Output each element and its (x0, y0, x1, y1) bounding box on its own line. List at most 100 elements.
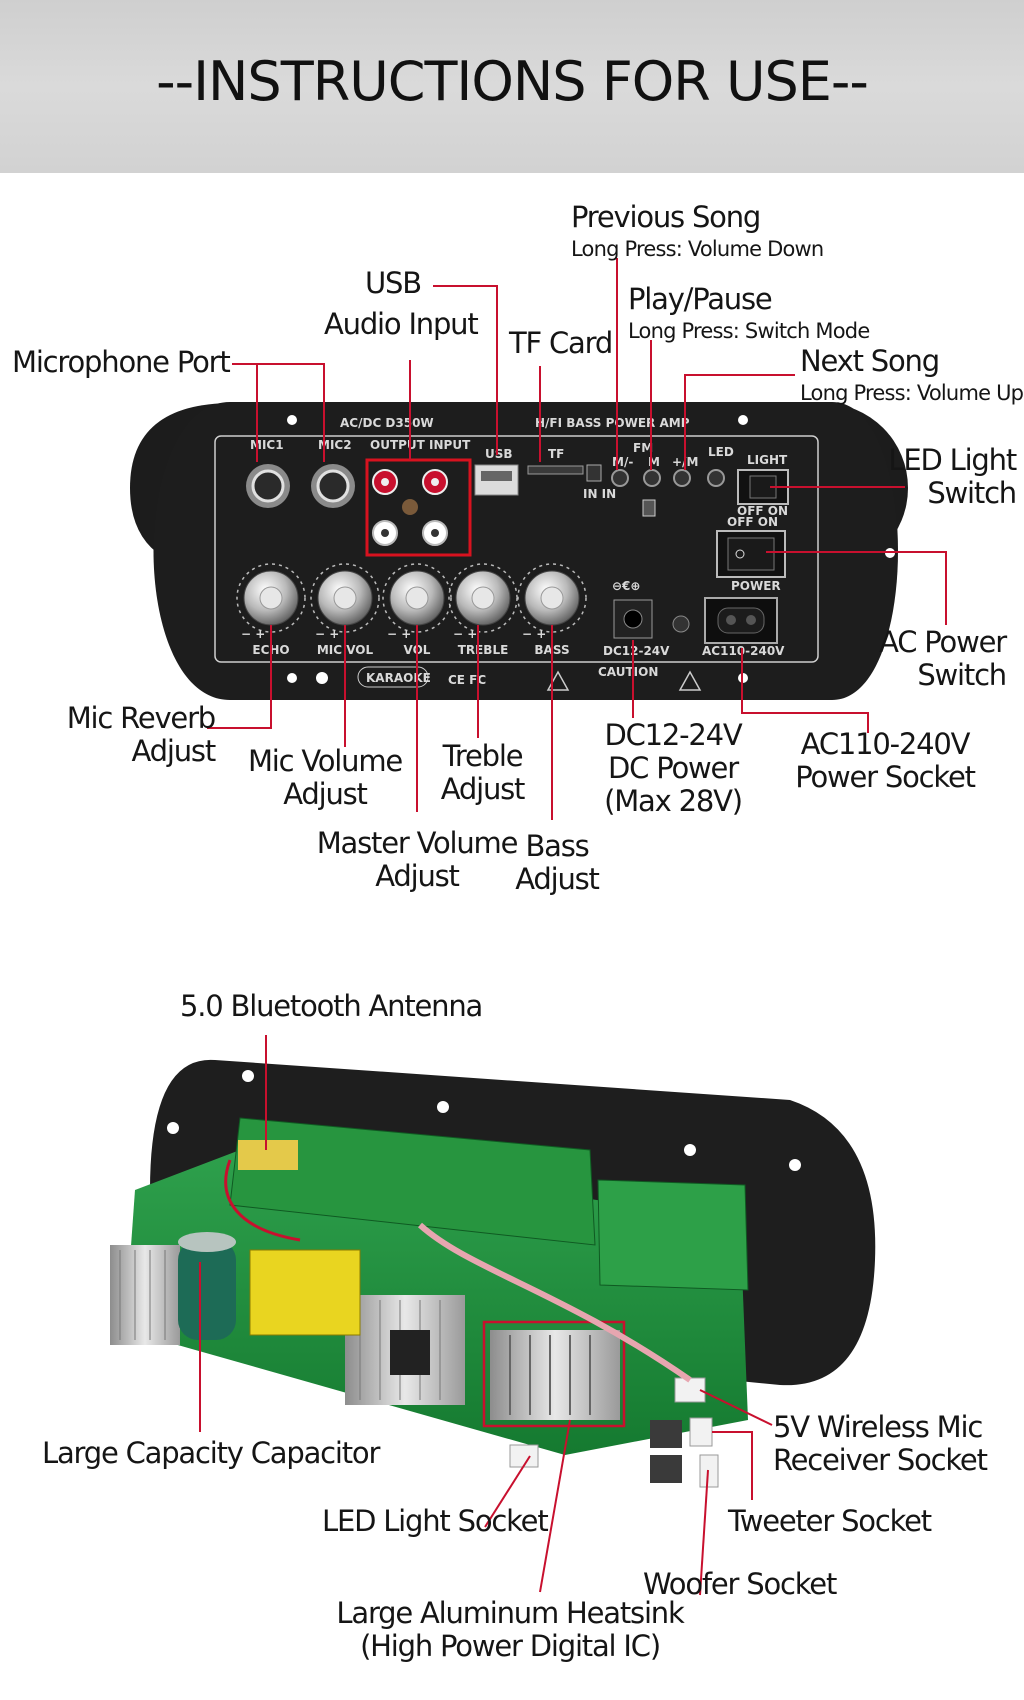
mount-hole (167, 1122, 179, 1134)
label-play-pause-sub: Long Press: Switch Mode (628, 319, 870, 343)
mic-led-icon (316, 672, 328, 684)
callout-mic2 (232, 363, 325, 462)
label-mic-volume: Mic Volume Adjust (235, 745, 415, 811)
btn-prev-label: M/- (612, 455, 633, 469)
top-pcb (229, 1117, 596, 1246)
label-ac-power-switch-line1: AC Power (879, 625, 1007, 659)
treble-knob-label: TREBLE (458, 643, 509, 657)
header-banner: --INSTRUCTIONS FOR USE-- (0, 0, 1024, 173)
label-bass-line1: Bass (525, 829, 589, 863)
rca-pin (381, 529, 389, 537)
label-microphone-port: Microphone Port (12, 345, 231, 379)
label-wireless-mic: 5V Wireless Mic Receiver Socket (773, 1410, 988, 1477)
label-heatsink-line2: (High Power Digital IC) (360, 1628, 661, 1663)
caution-label: CAUTION (598, 665, 658, 679)
label-previous-song: Previous Song (571, 200, 761, 234)
callout-next-song (684, 374, 795, 470)
rca-center-screw (402, 499, 418, 515)
play-pause-button[interactable] (643, 469, 661, 487)
dc-socket-hole (623, 609, 643, 629)
tf-card-slot[interactable] (527, 465, 584, 475)
callout-woofer (699, 1469, 709, 1596)
mount-hole (242, 1070, 254, 1082)
mic2-jack-ring (316, 469, 350, 503)
label-led-light-socket: LED Light Socket (322, 1504, 549, 1538)
mic-volume-knob-cap (333, 586, 357, 610)
rocker-face (727, 537, 775, 571)
label-led-light-switch: LED Light Switch (846, 444, 1017, 510)
karaoke-label: KARAOKE (366, 671, 431, 685)
callout-ac-switch (766, 551, 947, 625)
rca-pin (431, 529, 439, 537)
rocker-mark (735, 549, 745, 559)
label-dc-power-line1: DC12-24V (604, 718, 742, 752)
label-next-song: Next Song (800, 344, 940, 378)
left-heatsink (110, 1245, 180, 1345)
label-mic-reverb-line1: Mic Reverb (66, 701, 216, 735)
label-dc-power-line2: DC Power (608, 750, 739, 785)
ir-receiver (586, 464, 602, 482)
regulator-ic (390, 1330, 430, 1375)
label-ac-socket-line1: AC110-240V (800, 727, 971, 761)
page-title: --INSTRUCTIONS FOR USE-- (156, 50, 869, 113)
tf-slot-label: TF (548, 447, 564, 461)
label-dc-power: DC12-24V DC Power (Max 28V) (578, 719, 768, 817)
mount-hole (287, 673, 297, 683)
echo-knob-minus-plus: − + (241, 627, 265, 641)
power-off-on-label: OFF ON (727, 515, 778, 529)
prev-song-button[interactable] (611, 469, 629, 487)
front-callout-lines (207, 258, 947, 820)
next-song-button[interactable] (673, 469, 691, 487)
mount-hole (789, 1159, 801, 1171)
capacitor-top (178, 1232, 236, 1252)
label-mic-volume-line1: Mic Volume (247, 744, 403, 778)
large-capacitor (178, 1240, 236, 1340)
master-volume-knob-scale (382, 563, 452, 633)
echo-knob-scale (236, 563, 306, 633)
label-heatsink-line1: Large Aluminum Heatsink (336, 1596, 684, 1630)
master-volume-knob-cap (405, 586, 429, 610)
master-volume-knob-minus-plus: − + (387, 627, 411, 641)
label-audio-input: Audio Input (324, 307, 479, 341)
dc-polarity-icon: ⊖€⊕ (612, 579, 640, 593)
inductor (650, 1420, 682, 1448)
label-ac-power-switch: AC Power Switch (846, 625, 1007, 692)
label-mic-reverb-line2: Adjust (131, 733, 217, 768)
label-treble-line2: Adjust (440, 771, 526, 806)
board-callout-lines (199, 1035, 773, 1596)
mic2-label: MIC2 (318, 438, 352, 452)
label-next-song-sub: Long Press: Volume Up (800, 381, 1024, 405)
label-play-pause: Play/Pause (628, 282, 773, 316)
heatsink-highlight-box (482, 1320, 626, 1428)
mic1-jack-ring (251, 469, 285, 503)
treble-knob-minus-plus: − + (453, 627, 477, 641)
antenna-wire (224, 1159, 301, 1242)
label-tweeter-socket: Tweeter Socket (728, 1504, 932, 1538)
label-dc-power-line3: (Max 28V) (604, 783, 743, 818)
callout-wireless-mic (699, 1389, 773, 1426)
ribbon-wire (417, 1222, 692, 1383)
ce-mark: CE FC (448, 673, 486, 687)
rca-pin (431, 478, 439, 486)
label-heatsink: Large Aluminum Heatsink (High Power Digi… (335, 1597, 685, 1663)
usb-port-slot (481, 471, 512, 481)
model-label: AC/DC D350W (340, 416, 434, 430)
led-indicator (707, 469, 725, 487)
fuse (672, 615, 690, 633)
karaoke-badge (357, 666, 429, 688)
light-label: LIGHT (747, 453, 788, 467)
echo-knob-cap (259, 586, 283, 610)
in-jack (642, 499, 656, 517)
label-wireless-mic-line1: 5V Wireless Mic (773, 1410, 983, 1444)
mount-hole (738, 415, 748, 425)
label-bass: Bass Adjust (507, 830, 607, 896)
label-previous-song-sub: Long Press: Volume Down (571, 237, 824, 261)
callout-echo (207, 625, 272, 729)
output-input-label: OUTPUT INPUT (370, 438, 471, 452)
mic1-label: MIC1 (250, 438, 284, 452)
light-off-on-label: OFF ON (737, 504, 788, 518)
label-ac-socket-line2: Power Socket (795, 759, 976, 794)
mount-hole (135, 540, 145, 550)
in-in-label: IN IN (583, 487, 616, 501)
label-bass-line2: Adjust (515, 861, 600, 896)
